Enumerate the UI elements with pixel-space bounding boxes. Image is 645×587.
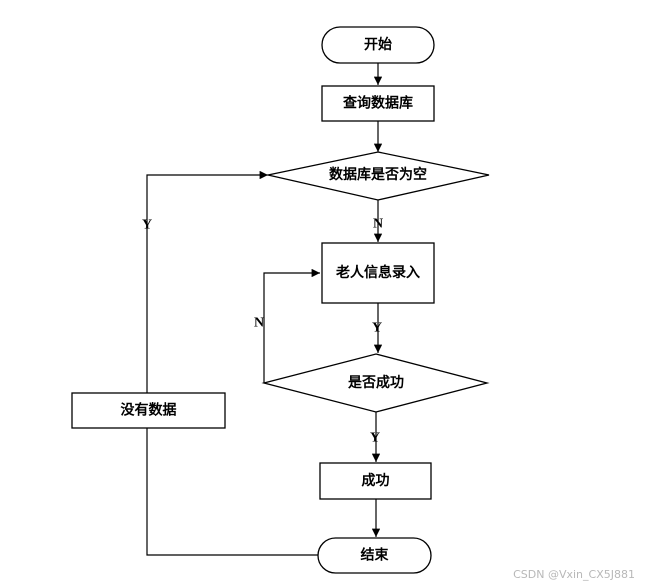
watermark: CSDN @Vxin_CX5J881	[513, 568, 635, 581]
edge-nodata-loop	[146, 170, 318, 556]
is-success-label: 是否成功	[348, 374, 404, 391]
db-empty-label: 数据库是否为空	[329, 166, 427, 183]
start-terminal: 开始	[321, 26, 435, 64]
edge-label-db-empty-no: N	[373, 217, 383, 232]
edge-label-input-yes: Y	[372, 321, 382, 336]
elder-input-label: 老人信息录入	[336, 264, 420, 281]
query-db-process: 查询数据库	[321, 85, 435, 122]
edge-label-success-yes: Y	[370, 431, 380, 446]
start-label: 开始	[364, 36, 392, 53]
success-label: 成功	[362, 472, 390, 489]
is-success-decision: 是否成功	[261, 353, 490, 413]
db-empty-decision: 数据库是否为空	[267, 151, 490, 201]
elder-input-process: 老人信息录入	[321, 242, 435, 304]
end-label: 结束	[361, 547, 390, 564]
edge-label-retry-no: N	[254, 316, 264, 331]
end-terminal: 结束	[317, 537, 432, 574]
success-process: 成功	[319, 462, 432, 500]
edge-check-retry	[263, 268, 320, 383]
edge-label-db-empty-yes: Y	[142, 218, 152, 233]
no-data-process: 没有数据	[71, 392, 226, 429]
query-db-label: 查询数据库	[343, 95, 413, 112]
no-data-label: 没有数据	[121, 402, 177, 419]
